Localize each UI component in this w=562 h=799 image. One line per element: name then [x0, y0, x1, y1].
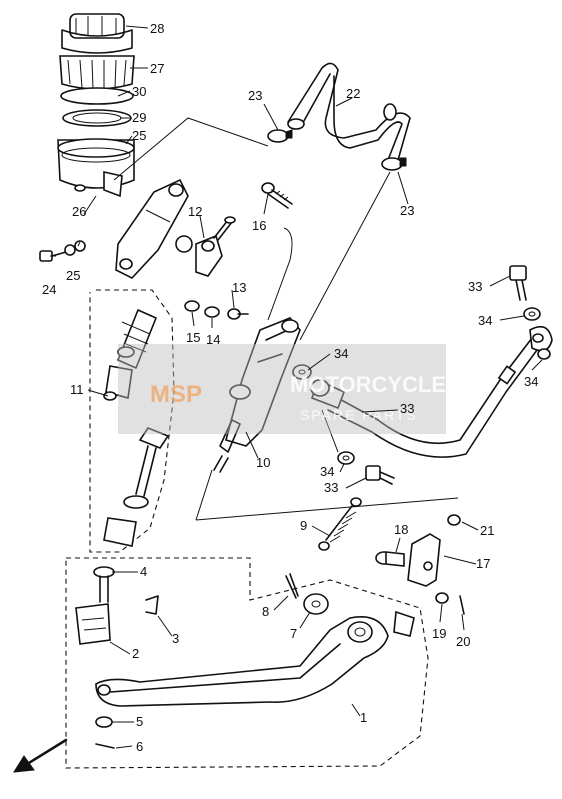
callout-10: 10 [256, 455, 270, 470]
callout-33-upper: 33 [468, 279, 482, 294]
reservoir-ring [59, 55, 135, 90]
callout-18: 18 [394, 522, 408, 537]
callout-3: 3 [172, 631, 179, 646]
callout-22: 22 [346, 86, 360, 101]
reservoir-hose [287, 62, 411, 161]
piston-kit [103, 309, 170, 547]
callout-34-mid: 34 [334, 346, 348, 361]
callout-13: 13 [232, 280, 246, 295]
callout-1: 1 [360, 710, 367, 725]
callout-32: 33 [400, 401, 414, 416]
pedal-tip-2 [75, 603, 111, 645]
callout-14: 14 [206, 332, 220, 347]
brake-pedal [95, 610, 415, 707]
callout-8: 8 [262, 604, 269, 619]
callout-11: 11 [70, 382, 84, 397]
callout-15: 15 [186, 330, 200, 345]
callout-20: 20 [456, 634, 470, 649]
push-rod [261, 182, 293, 209]
callout-7: 7 [290, 626, 297, 641]
callout-30: 29 [132, 110, 146, 125]
callout-27: 26 [72, 204, 86, 219]
callout-28: 27 [150, 61, 164, 76]
washer-14 [204, 306, 220, 318]
brake-hose [310, 325, 553, 458]
plate-washer-7 [303, 593, 329, 615]
callout-19: 19 [432, 626, 446, 641]
callout-6: 6 [136, 739, 143, 754]
leader-lines [50, 25, 543, 749]
washer-5 [95, 716, 113, 728]
callout-34-right: 34 [524, 374, 538, 389]
hose-joint [175, 216, 236, 277]
callout-23-upper: 23 [248, 88, 262, 103]
clevis-17 [407, 514, 461, 587]
hose-clip-lower [381, 157, 407, 171]
callout-34-upper: 34 [478, 313, 492, 328]
gasket-cylinder [292, 364, 312, 380]
callout-16: 16 [252, 218, 266, 233]
washer-15 [184, 300, 200, 312]
pin-18 [375, 551, 405, 567]
pivot-bolt-4 [93, 566, 115, 603]
callout-5: 5 [136, 714, 143, 729]
cotter-pin-8 [285, 573, 299, 599]
watermark: MSP MOTORCYCLE SPARE PARTS [118, 344, 446, 434]
callout-9: 9 [300, 518, 307, 533]
callout-34-lower: 34 [320, 464, 334, 479]
callout-labels: 28 27 30 29 25 26 24 25 23 22 23 16 12 1… [42, 21, 538, 754]
callout-26: 25 [66, 268, 80, 283]
reservoir-diaphragm [60, 87, 134, 127]
callout-12: 12 [188, 204, 202, 219]
callout-17: 17 [476, 556, 490, 571]
washer-19 [435, 592, 449, 604]
direction-arrow-icon [13, 738, 68, 773]
callout-31: 30 [132, 84, 146, 99]
reservoir-bracket [115, 178, 189, 279]
bolt-25 [39, 240, 86, 262]
clip-3 [145, 595, 159, 615]
gasket-upper-right [523, 307, 541, 321]
callout-29: 28 [150, 21, 164, 36]
gasket-lower [337, 451, 355, 465]
callout-21: 21 [480, 523, 494, 538]
watermark-logo: MSP [150, 381, 202, 408]
reservoir-body [57, 138, 135, 198]
watermark-title: MOTORCYCLE [290, 372, 446, 397]
callout-33-lower: 33 [324, 480, 338, 495]
callout-24: 25 [132, 128, 146, 143]
cotter-pin-20 [459, 595, 465, 615]
gasket-hose-right [537, 348, 551, 360]
reservoir-cap [61, 13, 133, 54]
callout-4: 4 [140, 564, 147, 579]
callout-23-lower: 23 [400, 203, 414, 218]
callout-2: 2 [132, 646, 139, 661]
cotter-pin-6 [95, 743, 115, 749]
hose-clip-upper [267, 129, 293, 143]
callout-25: 24 [42, 282, 56, 297]
return-spring [318, 497, 362, 551]
master-cylinder [213, 317, 301, 473]
bolt-13 [227, 308, 249, 320]
union-bolt-lower [365, 465, 395, 485]
union-bolt-upper [509, 265, 527, 301]
